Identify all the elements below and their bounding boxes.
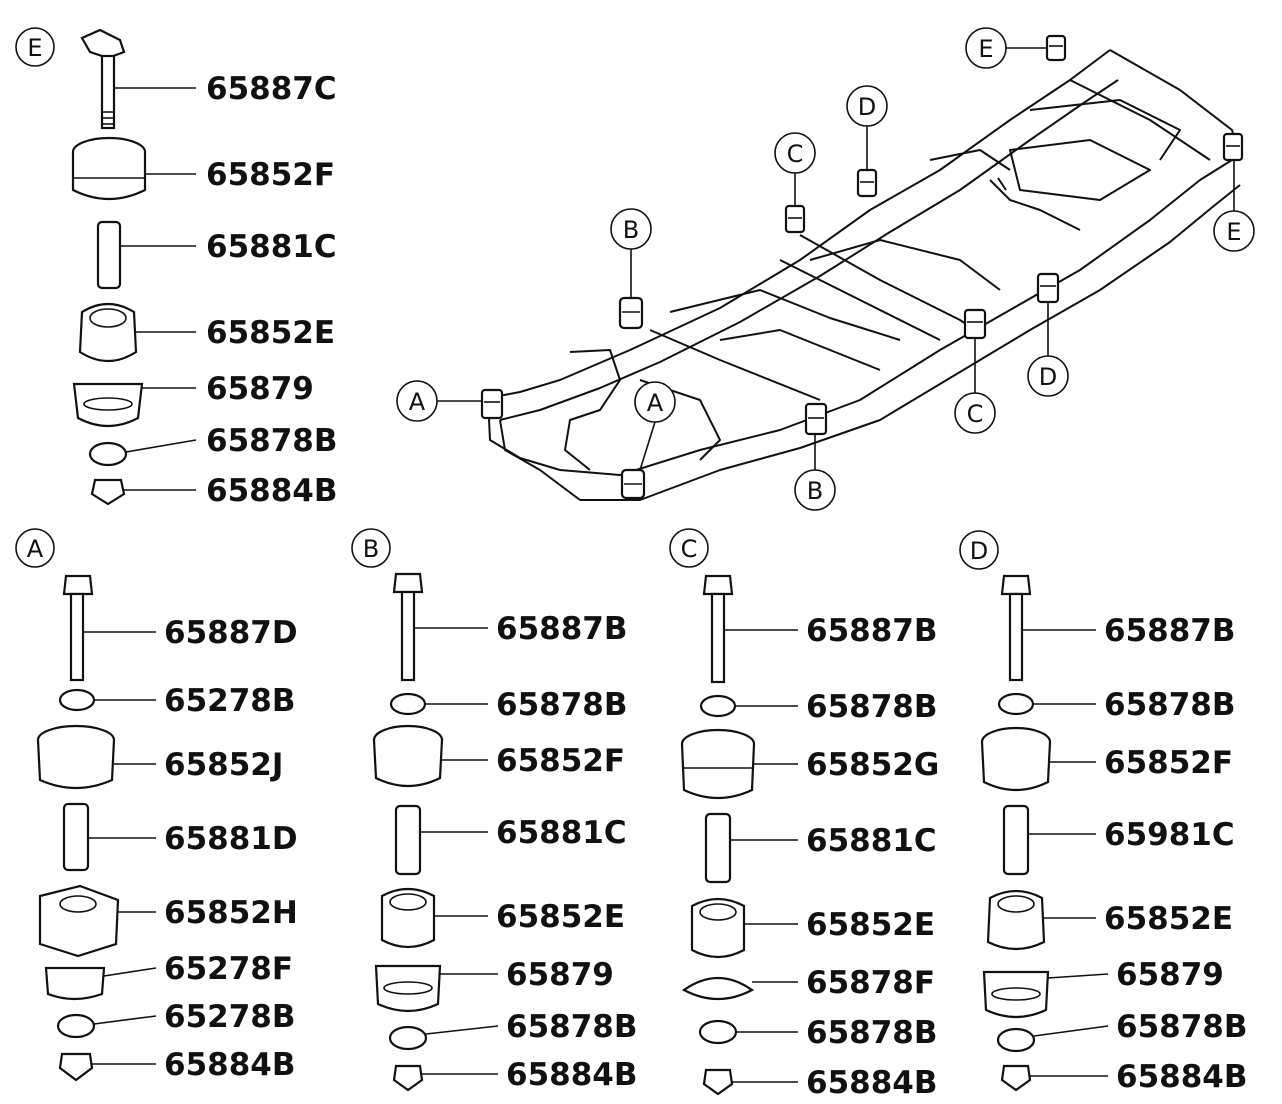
chassis-frame (487, 49, 1241, 501)
part-number: 65887B (1104, 613, 1235, 649)
group-letter: D (970, 537, 988, 565)
part-number: 65852E (496, 899, 625, 935)
part-number: 65878B (496, 687, 627, 723)
mount-marker (620, 468, 646, 500)
mount-marker (963, 308, 987, 340)
part-number: 65278F (164, 951, 293, 987)
group-letter: C (681, 535, 698, 563)
part-number: 65879 (506, 957, 614, 993)
part-number: 65981C (1104, 817, 1235, 853)
mount-marker (784, 204, 806, 234)
part-number: 65278B (164, 683, 295, 719)
mount-marker (480, 388, 504, 420)
mount-marker (1036, 272, 1060, 304)
part-number: 65878B (806, 689, 937, 725)
callout-letter: B (807, 477, 823, 505)
callout-letter: E (1226, 218, 1241, 246)
group-C: C 65887B 65878B 65852G 65881C 65852E 658… (669, 528, 939, 1101)
part-number: 65884B (1116, 1059, 1247, 1095)
mount-marker (856, 168, 878, 198)
part-number: 65852F (206, 157, 335, 193)
part-number: 65878B (206, 423, 337, 459)
part-number: 65878B (806, 1015, 937, 1051)
group-B: B 65887B 65878B 65852F 65881C 65852E 658… (351, 528, 637, 1093)
part-number: 65881D (164, 821, 298, 857)
part-number: 65878B (506, 1009, 637, 1045)
mount-marker (618, 296, 644, 330)
group-D: D 65887B 65878B 65852F 65981C 65852E 658… (959, 530, 1247, 1095)
callout-letter: E (978, 35, 993, 63)
group-letter: A (27, 535, 44, 563)
part-number: 65878F (806, 965, 935, 1001)
part-number: 65852H (164, 895, 298, 931)
part-number: 65881C (206, 229, 337, 265)
part-number: 65887C (206, 71, 337, 107)
callout-letter: C (787, 140, 804, 168)
group-E: E 65887C 65852F 65881C 65852E 65879 (15, 27, 337, 509)
part-number: 65852E (206, 315, 335, 351)
mount-marker (1222, 132, 1244, 162)
part-number: 65879 (206, 371, 314, 407)
mount-marker (1045, 34, 1067, 62)
part-number: 65884B (506, 1057, 637, 1093)
callout-letter: A (647, 389, 664, 417)
part-number: 65884B (206, 473, 337, 509)
part-number: 65887D (164, 615, 298, 651)
part-number: 65878B (1116, 1009, 1247, 1045)
part-number: 65884B (806, 1065, 937, 1101)
callout-letter: A (409, 388, 426, 416)
group-A: A 65887D 65278B 65852J 65881D 65852H 652… (15, 528, 298, 1083)
part-number: 65881C (496, 815, 627, 851)
callout-letter: B (623, 216, 639, 244)
part-number: 65887B (496, 611, 627, 647)
part-number: 65278B (164, 999, 295, 1035)
part-number: 65887B (806, 613, 937, 649)
part-number: 65852J (164, 747, 283, 783)
callout-letter: D (1039, 363, 1057, 391)
part-number: 65881C (806, 823, 937, 859)
part-number: 65879 (1116, 957, 1224, 993)
group-letter: B (363, 535, 379, 563)
part-number: 65878B (1104, 687, 1235, 723)
frame-callouts: E D C B A E D C B A (396, 27, 1255, 511)
part-number: 65852E (1104, 901, 1233, 937)
part-number: 65884B (164, 1047, 295, 1083)
part-number: 65852E (806, 907, 935, 943)
part-number: 65852G (806, 747, 939, 783)
callout-letter: D (858, 93, 876, 121)
mount-marker (804, 402, 828, 436)
part-number: 65852F (496, 743, 625, 779)
part-number: 65852F (1104, 745, 1233, 781)
callout-letter: C (967, 400, 984, 428)
group-letter: E (27, 34, 42, 62)
